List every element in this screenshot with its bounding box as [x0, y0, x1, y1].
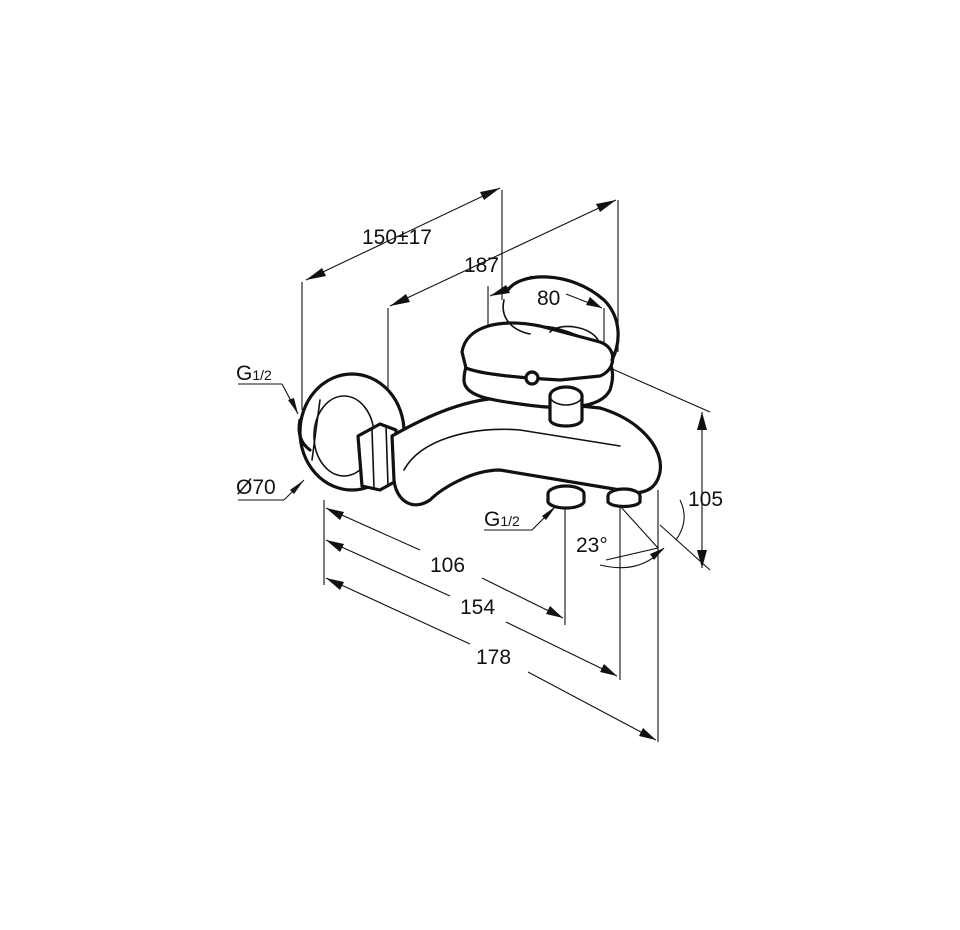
faucet-body: [297, 275, 663, 510]
handle-screw: [524, 370, 540, 386]
label-outlet-thread: G1/2: [484, 508, 520, 531]
dimension-lines: [238, 187, 707, 741]
extension-lines: [301, 190, 711, 742]
label-106: 106: [430, 554, 465, 577]
label-outlet-thread-sub: 1/2: [500, 513, 520, 529]
label-inlet-thread-main: G: [236, 362, 252, 385]
label-outlet-thread-main: G: [484, 508, 500, 531]
label-154: 154: [460, 596, 495, 619]
label-inlet-thread: G1/2: [236, 362, 272, 385]
label-80: 80: [537, 287, 560, 310]
label-inlet-thread-sub: 1/2: [252, 367, 272, 383]
label-187: 187: [464, 254, 499, 277]
label-178: 178: [476, 646, 511, 669]
dimension-labels: 150±17 187 80 G1/2 Ø70 G1/2 23° 105 106 …: [236, 226, 723, 669]
label-swivel-angle: 23°: [576, 534, 608, 557]
label-rosette-diameter: Ø70: [236, 476, 276, 499]
label-height-105: 105: [688, 488, 723, 511]
spout-body: [390, 396, 663, 507]
label-150-17: 150±17: [362, 226, 432, 249]
